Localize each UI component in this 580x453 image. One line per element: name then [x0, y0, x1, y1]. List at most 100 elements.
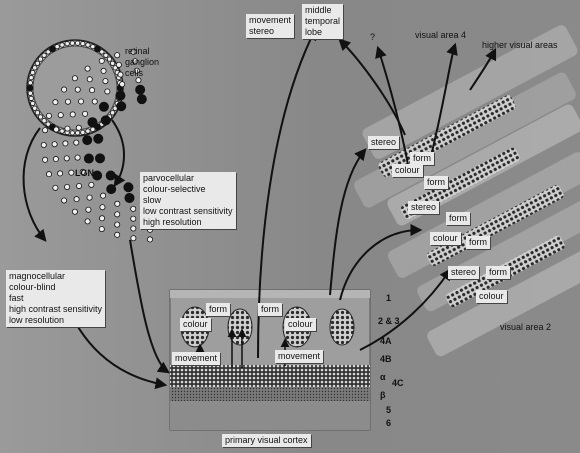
retinal-cell — [30, 70, 36, 76]
primary-visual-cortex-caption: primary visual cortex — [222, 434, 311, 447]
retinal-cell — [45, 121, 51, 127]
v1-label-colour-2: colour — [285, 318, 316, 331]
retinal-cell — [90, 126, 96, 132]
retinal-cell — [75, 130, 81, 136]
v2-label-stereo-3: stereo — [448, 266, 480, 279]
parvocellular-cell — [61, 197, 68, 204]
magnocellular-cell — [105, 170, 116, 181]
v2-label-stereo-1: stereo — [368, 136, 400, 149]
v2-to-unknown-arrow — [375, 45, 411, 176]
v2-label-form-3: form — [446, 212, 470, 225]
parvocellular-cell — [86, 76, 93, 83]
parvocellular-cell — [74, 154, 81, 161]
parvocellular-cell — [76, 182, 83, 189]
retinal-cell — [32, 65, 38, 71]
parvocellular-cell — [62, 140, 69, 147]
magnocellular-cell — [95, 153, 106, 164]
parvocellular-cell — [86, 194, 93, 201]
parvocellular-cell — [45, 171, 52, 178]
retinal-cell — [69, 130, 75, 136]
va4-to-higher-arrow — [469, 47, 497, 91]
retinal-cell — [75, 40, 81, 46]
higher-visual-areas-label: higher visual areas — [482, 40, 558, 50]
v2-label-form-4: form — [466, 236, 490, 249]
parvocellular-cell — [130, 205, 137, 212]
parvocellular-cell — [98, 57, 105, 64]
parvocellular-cell — [78, 98, 85, 105]
retinal-cell — [69, 40, 75, 46]
retinal-cell — [37, 56, 44, 62]
parvocellular-cell — [69, 111, 76, 118]
magnocellular-cell — [87, 117, 98, 128]
parvocellular-cell — [64, 183, 71, 190]
parvocellular-cell — [64, 98, 71, 105]
parvocellular-cell — [114, 211, 121, 218]
parvocellular-cell — [45, 112, 52, 119]
v1-label-movement-2: movement — [275, 350, 324, 363]
parvocellular-description: parvocellular colour-selective slow low … — [140, 172, 236, 229]
parvocellular-cell — [100, 192, 107, 199]
lgn-label: LGN — [75, 168, 94, 178]
parvocellular-cell — [130, 215, 137, 222]
parvocellular-cell — [130, 235, 137, 242]
parvocellular-cell — [63, 155, 70, 162]
layer-5-label: 5 — [386, 405, 392, 415]
retinal-cell — [64, 41, 70, 47]
v1-to-v2-arrow-3 — [359, 268, 452, 351]
parvocellular-cell — [114, 200, 121, 207]
v2-label-colour-2: colour — [430, 232, 461, 245]
v1-label-form-1: form — [206, 303, 230, 316]
retinal-cell — [59, 42, 65, 48]
retina-circle — [26, 39, 124, 137]
retinal-cell — [85, 42, 91, 48]
magnocellular-cell — [106, 184, 117, 195]
unknown-area-label: ? — [370, 32, 376, 42]
retinal-cell — [85, 128, 91, 134]
retinal-cell — [109, 60, 116, 66]
retinal-cell — [26, 84, 34, 92]
magnocellular-cell — [82, 135, 93, 146]
parvocellular-cell — [100, 67, 107, 74]
retinal-cell — [99, 49, 105, 55]
visual-area-2-stripes — [354, 25, 580, 357]
parvocellular-cell — [132, 58, 139, 65]
layer-4c-beta-label: β — [380, 390, 386, 400]
retinal-cell — [28, 95, 34, 101]
parvocellular-cell — [99, 204, 106, 211]
retinal-cell — [59, 128, 65, 134]
parvocellular-cell — [117, 71, 124, 78]
magnocellular-cell — [116, 101, 127, 112]
magnocellular-cell — [124, 192, 135, 203]
parvocellular-cell — [74, 86, 81, 93]
retina-to-lgn-magno-arrow — [22, 127, 47, 242]
parvocellular-cell — [119, 81, 126, 88]
middle-temporal-lobe-label: middle temporal lobe — [302, 4, 344, 39]
layer-4b-label: 4B — [380, 354, 392, 364]
retinal-cell — [49, 45, 56, 53]
magnocellular-cell — [98, 101, 109, 112]
magnocellular-cell — [93, 133, 104, 144]
retinal-cell — [28, 75, 34, 81]
visual-area-4-label: visual area 4 — [415, 30, 467, 40]
parvocellular-cell — [89, 87, 96, 94]
retinal-cell — [109, 110, 116, 116]
v1-label-form-2: form — [258, 303, 282, 316]
parvocellular-cell — [57, 170, 64, 177]
parvocellular-cell — [57, 112, 64, 119]
parvocellular-cell — [73, 196, 80, 203]
parvocellular-cell — [82, 110, 89, 117]
v2-label-form-1: form — [410, 152, 434, 165]
retinal-cell — [80, 41, 86, 47]
parvocellular-cell — [84, 218, 91, 225]
parvocellular-cell — [133, 67, 140, 74]
parvocellular-cell — [114, 52, 121, 59]
retinal-ganglion-cells-label: retinal ganglion cells — [125, 46, 160, 78]
parvo-to-v1-arrow — [129, 239, 170, 374]
v2-label-form-2: form — [424, 176, 448, 189]
retinal-cell — [30, 100, 36, 106]
parvocellular-cell — [52, 156, 59, 163]
parvocellular-cell — [102, 78, 109, 85]
v1-label-colour-1: colour — [180, 318, 211, 331]
